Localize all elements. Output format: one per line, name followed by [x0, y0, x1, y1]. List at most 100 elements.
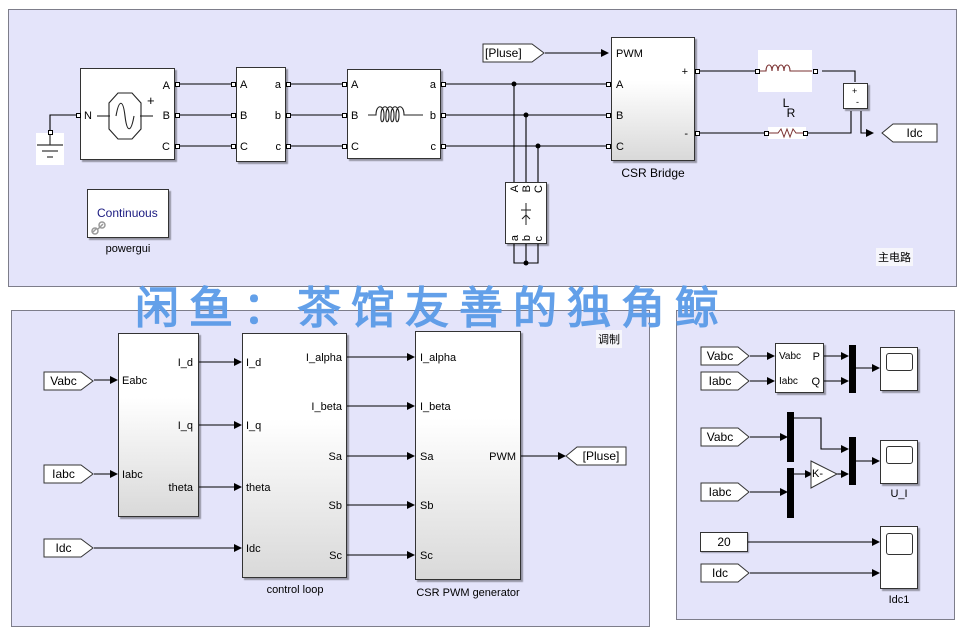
plus-label: + [852, 86, 858, 96]
port-terminal [606, 113, 611, 118]
control-loop-block[interactable]: I_d I_q theta Idc I_alpha I_beta Sa Sb S… [242, 333, 347, 578]
mux-pq[interactable] [849, 345, 856, 393]
port-label: c [430, 141, 437, 153]
scope-icon [886, 533, 913, 555]
port-label: B [351, 110, 359, 122]
tag-label: Vabc [50, 374, 77, 388]
port-label-b: B [521, 185, 533, 193]
port-label: Sb [328, 500, 342, 512]
csr-pwm-generator-block[interactable]: I_alpha I_beta Sa Sb Sc PWM [415, 331, 521, 580]
coil-icon [368, 106, 423, 123]
idc-goto-tag[interactable]: Idc [881, 123, 938, 143]
inductor-icon [758, 64, 812, 72]
pulse-from-tag[interactable]: [Pluse] [482, 43, 545, 63]
dc-inductor[interactable] [758, 50, 812, 92]
port-terminal [441, 82, 446, 87]
watermark-text: 闲鱼：茶馆友善的独角鲸 [135, 283, 729, 334]
constant-value: 20 [717, 535, 731, 549]
scope-icon [886, 446, 913, 464]
three-phase-source[interactable]: N A B C + [80, 68, 175, 160]
minus-label: - [856, 97, 859, 107]
port-label: B [240, 110, 248, 122]
csr-bridge-caption: CSR Bridge [621, 166, 685, 180]
three-phase-measurement-vertical[interactable]: A B C a b c [505, 182, 547, 244]
scope-pq[interactable] [880, 347, 918, 391]
idc-from-tag-measure[interactable]: Idc [700, 563, 750, 583]
dc-resistor[interactable] [768, 127, 806, 139]
port-label: I_q [246, 420, 262, 432]
iabc-from-tag[interactable]: Iabc [43, 464, 94, 484]
demux-iabc[interactable] [787, 468, 794, 518]
tag-label: Idc [55, 541, 72, 555]
port-c: C [162, 141, 170, 153]
powergui-mode: Continuous [97, 206, 158, 220]
port-label: A [240, 79, 248, 91]
port-terminal [48, 130, 53, 135]
ui-iabc-from-tag[interactable]: Iabc [700, 482, 750, 502]
port-terminal [606, 144, 611, 149]
ground-symbol[interactable] [36, 133, 64, 165]
vabc-from-tag[interactable]: Vabc [43, 371, 94, 391]
port-label: I_alpha [305, 352, 342, 364]
ui-vabc-from-tag[interactable]: Vabc [700, 427, 750, 447]
tag-label: Iabc [708, 485, 732, 499]
port-label: Sa [328, 451, 342, 463]
port-terminal [286, 144, 291, 149]
port-label: theta [246, 482, 271, 494]
port-terminal [286, 113, 291, 118]
scope-icon [886, 353, 913, 371]
mux-ui[interactable] [849, 437, 856, 485]
port-terminal [695, 69, 700, 74]
three-phase-inductor[interactable]: A B C a b c [347, 69, 441, 159]
port-terminal [342, 82, 347, 87]
port-label: I_alpha [420, 352, 457, 364]
port-terminal [813, 69, 818, 74]
port-label: PWM [616, 48, 643, 60]
port-terminal [441, 113, 446, 118]
tag-label: Vabc [706, 430, 734, 444]
csr-bridge-block[interactable]: PWM A B C + - [611, 37, 695, 161]
powergui-caption: powergui [105, 243, 151, 255]
powergui-block[interactable]: Continuous [87, 189, 169, 238]
port-terminal [175, 82, 180, 87]
current-measurement-block[interactable]: + - [843, 83, 868, 109]
pq-vabc-from-tag[interactable]: Vabc [700, 346, 750, 366]
tag-label: Idc [711, 566, 728, 580]
port-label: a [429, 79, 436, 91]
port-label: Sc [329, 550, 342, 562]
pq-calculation-block[interactable]: Vabc Iabc P Q [775, 343, 824, 393]
port-label-c-lower: c [533, 235, 545, 242]
meas-arrow-icon [521, 203, 531, 225]
gain-block[interactable] [810, 460, 838, 490]
port-label: a [274, 79, 281, 91]
port-label: Vabc [779, 351, 802, 362]
port-label: b [429, 110, 436, 122]
port-label-c: C [533, 185, 545, 193]
abc-to-dq-block[interactable]: Eabc Iabc I_d I_q theta [118, 333, 199, 517]
scope-idc-caption: Idc1 [888, 594, 910, 606]
port-label-a: A [509, 185, 521, 193]
port-label: Eabc [122, 375, 148, 387]
constant-block[interactable]: 20 [700, 532, 748, 552]
pulse-goto-tag[interactable]: [Pluse] [565, 446, 627, 466]
port-label: I_d [177, 357, 193, 369]
main-circuit-label: 主电路 [876, 248, 913, 266]
port-terminal [231, 82, 236, 87]
scope-ui-caption: U_I [890, 488, 908, 500]
pq-iabc-from-tag[interactable]: Iabc [700, 371, 750, 391]
demux-vabc[interactable] [787, 412, 794, 462]
gain-label: K- [812, 468, 823, 480]
scope-idc[interactable] [880, 526, 918, 589]
inductor-caption: L [782, 96, 790, 110]
three-phase-vi-measurement[interactable]: A B C a b c [236, 67, 286, 162]
idc-from-tag[interactable]: Idc [43, 538, 94, 558]
polarity-label: + [147, 93, 155, 108]
port-n-terminal [76, 113, 81, 118]
port-a: A [162, 80, 170, 92]
port-terminal [342, 144, 347, 149]
scope-ui[interactable] [880, 440, 918, 484]
tag-label: Idc [906, 126, 923, 140]
port-terminal [764, 131, 769, 136]
port-label: I_beta [420, 401, 451, 413]
port-label: Sa [420, 451, 434, 463]
